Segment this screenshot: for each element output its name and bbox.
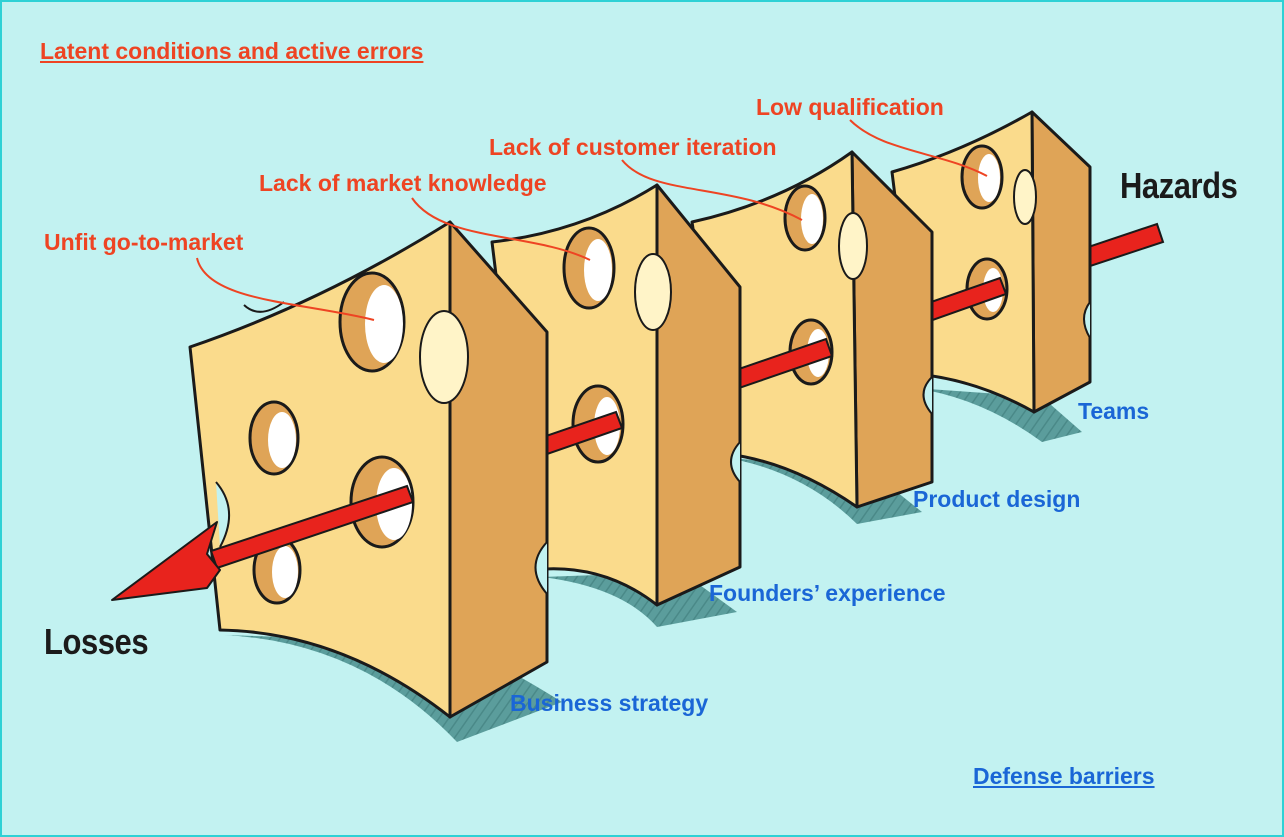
cheese-slice-1	[188, 220, 562, 742]
latent-label-2: Lack of market knowledge	[259, 170, 547, 196]
page-title: Latent conditions and active errors	[40, 38, 424, 64]
latent-label-3: Lack of customer iteration	[489, 134, 777, 160]
barrier-label-1: Business strategy	[510, 690, 709, 716]
hazards-label: Hazards	[1120, 165, 1238, 206]
latent-label-4: Low qualification	[756, 94, 944, 120]
arrow-icon	[111, 484, 415, 601]
defense-barriers-title: Defense barriers	[973, 763, 1155, 789]
latent-label-1: Unfit go-to-market	[44, 229, 244, 255]
losses-label: Losses	[44, 621, 149, 662]
leader-lines	[196, 119, 988, 321]
barrier-label-3: Product design	[913, 486, 1081, 512]
barrier-label-4: Teams	[1078, 398, 1150, 424]
barrier-label-2: Founders’ experience	[709, 580, 946, 606]
